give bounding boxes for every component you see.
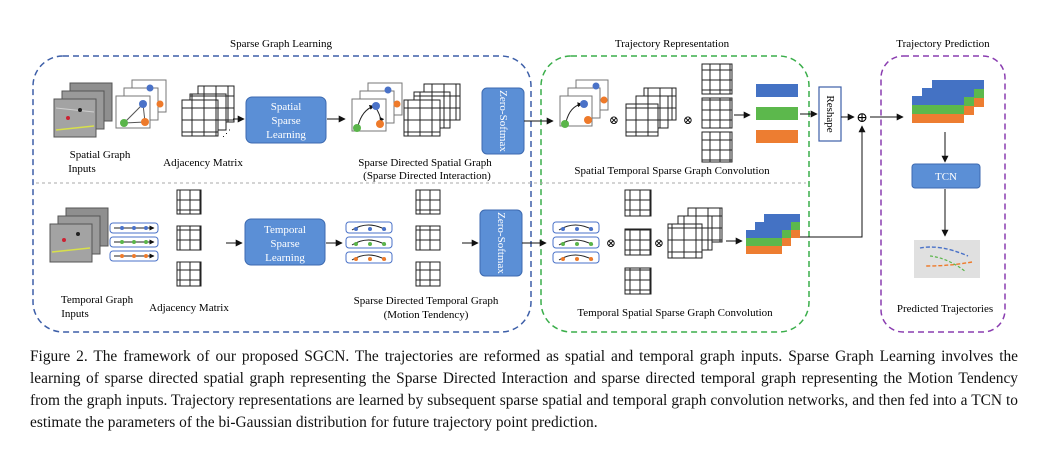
- spatial-adjacency-label: Adjacency Matrix: [163, 157, 243, 169]
- svg-text:⋰: ⋰: [222, 128, 231, 138]
- temporal-adjacency-matrix: [176, 189, 202, 287]
- svg-text:TCN: TCN: [935, 171, 957, 183]
- output-label: Predicted Trajectories: [897, 303, 993, 315]
- trajectory-representation-module: [540, 55, 810, 333]
- sgl-title: Sparse Graph Learning: [230, 38, 333, 50]
- reshape-block: Reshape: [818, 86, 842, 142]
- framework-diagram: Sparse Graph Learning Trajectory Represe…: [32, 38, 1006, 333]
- trajectory-prediction-module: [880, 55, 1006, 333]
- temporal-zero-softmax: Zero-Softmax: [479, 209, 523, 277]
- spatial-conv-weights: [701, 63, 733, 163]
- spatial-input-label-1: Spatial Graph: [70, 149, 131, 161]
- svg-text:Zero-Softmax: Zero-Softmax: [495, 212, 507, 274]
- sum-operator: ⊕: [856, 111, 868, 126]
- predicted-trajectories-image: [914, 240, 980, 278]
- tr-title: Trajectory Representation: [615, 38, 730, 50]
- prediction-input-stack: [912, 80, 984, 123]
- svg-text:Learning: Learning: [265, 252, 305, 264]
- spatial-adjacency-matrix: ⋰: [181, 85, 235, 138]
- temporal-graph-label-1: Sparse Directed Temporal Graph: [354, 295, 499, 307]
- temporal-conv-label: Temporal Spatial Sparse Graph Convolutio…: [577, 307, 773, 319]
- svg-text:Temporal: Temporal: [264, 224, 306, 236]
- svg-text:Reshape: Reshape: [824, 95, 836, 132]
- temporal-adjacency-label: Adjacency Matrix: [149, 302, 229, 314]
- spatial-graph-inputs: [53, 79, 167, 138]
- temporal-conv-weights: [624, 189, 652, 295]
- figure-caption: Figure 2. The framework of our proposed …: [30, 348, 1018, 431]
- temporal-representation-stack: [746, 214, 800, 254]
- temporal-sparse-learning-block: Temporal Sparse Learning: [244, 218, 326, 266]
- spatial-conv-matrices: [625, 87, 677, 137]
- svg-text:Zero-Softmax: Zero-Softmax: [497, 90, 509, 152]
- spatial-representation-bars: [756, 84, 798, 143]
- temporal-graph-label-2: (Motion Tendency): [384, 309, 469, 321]
- svg-text:Learning: Learning: [266, 129, 306, 141]
- tcn-block: TCN: [911, 163, 981, 189]
- svg-text:Sparse: Sparse: [270, 238, 299, 250]
- spatial-conv-graphs: [559, 79, 609, 128]
- temporal-times-1: ⊗: [606, 236, 616, 250]
- spatial-times-1: ⊗: [609, 113, 619, 127]
- temporal-times-2: ⊗: [654, 236, 664, 250]
- svg-text:Sparse: Sparse: [271, 115, 300, 127]
- arrow-temporal-to-sum: [800, 125, 866, 238]
- temporal-input-label-2: Inputs: [61, 308, 89, 320]
- sparse-directed-spatial-graph: [351, 82, 461, 137]
- svg-text:Spatial: Spatial: [271, 101, 302, 113]
- spatial-zero-softmax: Zero-Softmax: [481, 87, 525, 155]
- temporal-conv-matrices: [667, 207, 723, 259]
- sparse-graph-learning-module: [32, 55, 532, 333]
- spatial-conv-label: Spatial Temporal Sparse Graph Convolutio…: [574, 165, 770, 177]
- spatial-sparse-learning-block: Spatial Sparse Learning: [245, 96, 327, 144]
- temporal-input-label-1: Temporal Graph: [61, 294, 134, 306]
- temporal-graph-inputs: [49, 207, 159, 263]
- tp-title: Trajectory Prediction: [896, 38, 990, 50]
- temporal-conv-graphs: [552, 221, 600, 264]
- spatial-input-label-2: Inputs: [68, 163, 96, 175]
- spatial-graph-label-1: Sparse Directed Spatial Graph: [358, 157, 492, 169]
- spatial-times-2: ⊗: [683, 113, 693, 127]
- sparse-directed-temporal-graph: [345, 189, 441, 287]
- spatial-graph-label-2: (Sparse Directed Interaction): [363, 170, 491, 182]
